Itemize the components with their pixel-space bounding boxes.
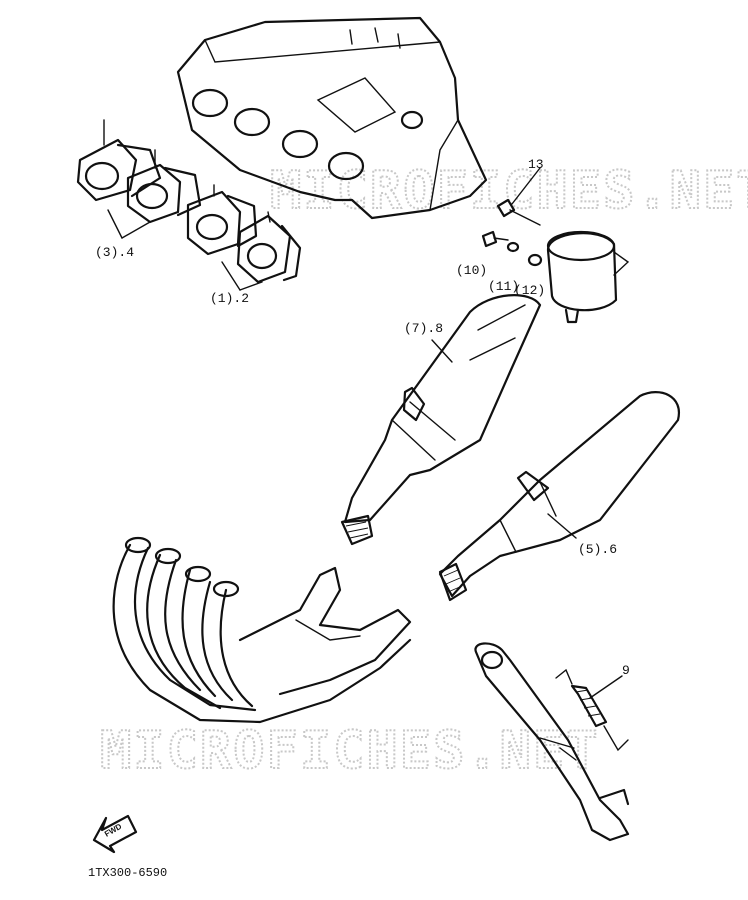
washer-11: [506, 241, 520, 253]
fwd-label: FWD: [103, 822, 123, 839]
callout-10: (10): [456, 263, 487, 278]
callout-11: (11): [488, 279, 519, 294]
bolt-13: [496, 198, 541, 226]
fwd-arrow: FWD: [92, 814, 138, 854]
washer-12: [527, 253, 543, 267]
callout-9: 9: [622, 663, 630, 678]
muffler-left: [340, 294, 542, 546]
spring-9: [555, 668, 629, 752]
sidestand: [474, 642, 630, 842]
watermark-top: MICROFICHES.NET: [270, 161, 748, 221]
reservoir-body: [546, 230, 630, 324]
muffler-right: [438, 391, 681, 602]
callout-3-4: (3).4: [95, 245, 134, 260]
callout-13: 13: [528, 157, 544, 172]
carb-joint-3: [186, 184, 258, 256]
callout-1-2: (1).2: [210, 291, 249, 306]
carb-joint-1: [76, 119, 162, 202]
bolt-10: [481, 230, 509, 248]
callout-5-6: (5).6: [578, 542, 617, 557]
carb-joint-2: [126, 149, 202, 224]
watermark-bottom: MICROFICHES.NET: [100, 721, 600, 781]
callout-12: (12): [514, 283, 545, 298]
callout-7-8: (7).8: [404, 321, 443, 336]
carb-joint-4: [236, 211, 302, 284]
diagram-code: 1TX300-6590: [88, 866, 167, 880]
exhaust-header-pipes: [112, 536, 412, 724]
engine-cylinder-head: [176, 16, 488, 220]
